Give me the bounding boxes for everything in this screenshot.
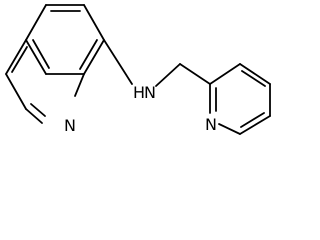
bond: [239, 115, 271, 135]
double-bond: [11, 46, 28, 73]
double-bond: [240, 112, 265, 128]
double-bond: [241, 70, 266, 87]
bond: [25, 108, 43, 124]
bond: [25, 39, 47, 75]
bond: [83, 39, 105, 75]
bond: [5, 73, 27, 110]
atom-labels: N N H N: [64, 83, 217, 135]
double-bond: [79, 39, 98, 70]
structure-diagram: N N H N: [5, 4, 271, 135]
bond: [103, 39, 133, 85]
bond: [25, 4, 47, 41]
amine-nitrogen-label: N: [144, 83, 156, 102]
amine-hydrogen-label: H: [133, 83, 145, 102]
bond: [209, 63, 241, 85]
bond: [179, 63, 211, 85]
pyridine-nitrogen-label: N: [205, 115, 217, 134]
bond: [5, 39, 27, 75]
bond: [155, 63, 181, 87]
double-bond: [32, 39, 50, 69]
bond: [83, 4, 105, 41]
bond: [74, 73, 85, 97]
quinoline-nitrogen-label: N: [64, 116, 76, 135]
bonds: [5, 4, 271, 135]
bond: [239, 63, 271, 85]
bond: [218, 123, 241, 135]
double-bond: [30, 103, 46, 117]
